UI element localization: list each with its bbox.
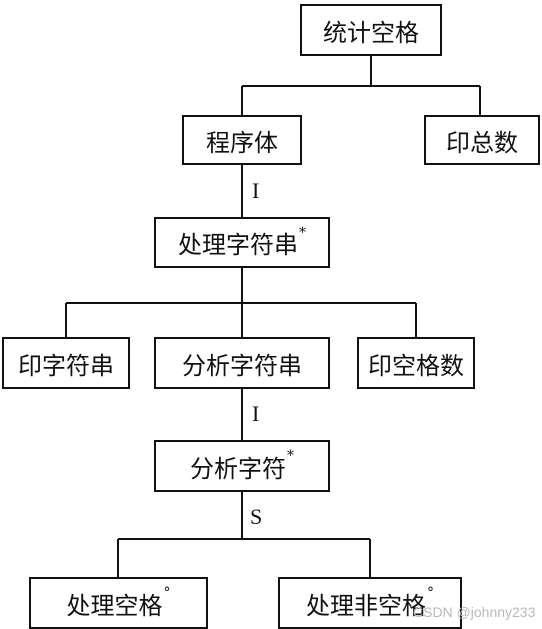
node-process-string-label: 处理字符串 [178,231,298,259]
node-print-total: 印总数 [424,115,540,165]
node-analyze-char-label: 分析字符 [190,454,286,483]
node-print-string: 印字符串 [2,337,130,389]
node-root: 统计空格 [300,4,442,56]
node-process-nonspace-label: 处理非空格 [306,591,426,620]
edge-label-selection: S [250,504,263,529]
selection-mark: ° [427,585,434,601]
edge-label-iteration: I [252,401,260,426]
node-program-body: 程序体 [182,115,302,165]
node-analyze-string-label: 分析字符串 [182,351,302,380]
node-print-space-count-label: 印空格数 [368,351,464,380]
node-analyze-string: 分析字符串 [154,337,330,389]
iteration-mark: * [299,224,306,241]
watermark: CSDN @johnny233 [413,604,536,620]
node-process-space: 处理空格° [29,577,208,629]
node-process-string: 处理字符串* [154,217,330,268]
node-print-space-count: 印空格数 [357,337,475,389]
edge-label-iteration: I [252,178,260,203]
node-print-string-label: 印字符串 [18,351,114,380]
node-program-body-label: 程序体 [206,128,278,157]
node-root-label: 统计空格 [323,18,419,47]
node-print-total-label: 印总数 [446,128,518,157]
iteration-mark: * [287,448,294,464]
node-process-nonspace: 处理非空格° [278,577,462,629]
selection-mark: ° [163,585,171,601]
node-process-space-label: 处理空格 [66,591,163,620]
node-analyze-char: 分析字符* [154,440,330,492]
